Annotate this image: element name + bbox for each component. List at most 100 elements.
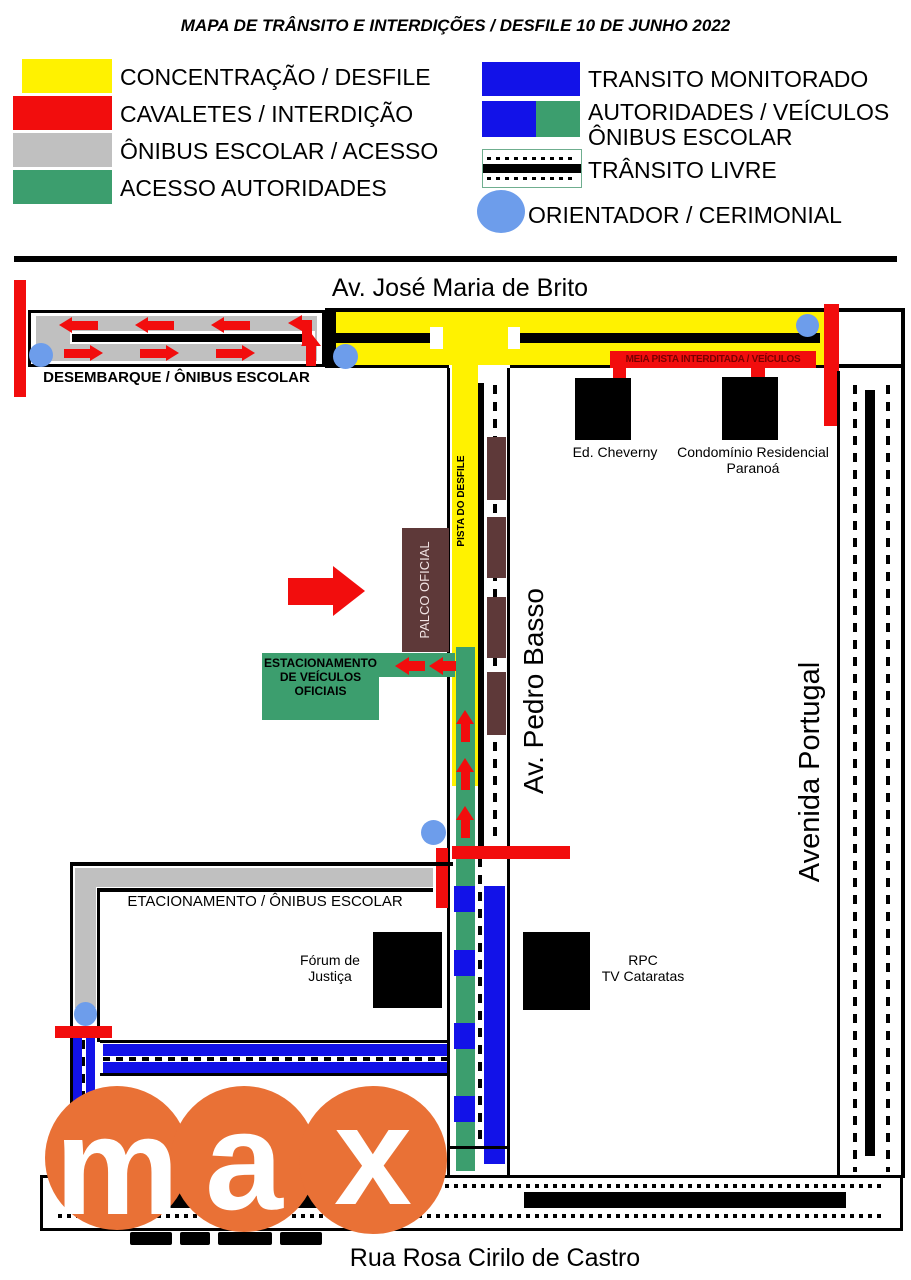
rua-rosa-centerline-right	[524, 1192, 846, 1208]
turn-arrowhead	[429, 657, 443, 675]
building-label-ed-cheverny: Ed. Cheverny	[572, 444, 658, 460]
orientador-marker	[333, 344, 358, 369]
bus-flow-arrow	[216, 349, 242, 358]
monitored-spot	[454, 950, 475, 976]
interdicao-connector	[613, 366, 626, 381]
orientador-marker	[29, 343, 53, 367]
legend-swatch-onibus	[13, 133, 112, 167]
block-border-inner-west	[97, 888, 100, 1042]
parade-up-arrow	[461, 820, 470, 838]
cavalete-bar-left-road	[55, 1026, 112, 1038]
header-divider	[14, 256, 897, 262]
meia-pista-label: MEIA PISTA INTERDITADA / VEÍCULOS	[625, 354, 801, 365]
building-label-forum: Fórum de Justiça	[290, 952, 370, 984]
building-label-condominio: Condomínio Residencial Paranoá	[662, 444, 844, 476]
portugal-centerline	[865, 390, 875, 1156]
parade-up-arrow	[461, 772, 470, 790]
cavalete-bar-west	[14, 280, 26, 397]
official-vehicles-parking-label: ESTACIONAMENTO DE VEÍCULOS OFICIAIS	[258, 656, 383, 698]
palco-oficial-label: PALCO OFICIAL	[417, 541, 432, 639]
legend-label-onibus: ÔNIBUS ESCOLAR / ACESSO	[120, 138, 439, 164]
stand-block	[487, 517, 506, 578]
cropped-watermark	[130, 1232, 172, 1245]
page-title: MAPA DE TRÂNSITO E INTERDIÇÕES / DESFILE…	[180, 16, 731, 35]
building-label-condominio-line2: Paranoá	[726, 460, 780, 476]
portugal-dashed-west	[853, 385, 857, 1172]
legend-swatch-autoridades-veiculos-green	[536, 101, 580, 137]
school-bus-parking-label: ETACIONAMENTO / ÔNIBUS ESCOLAR	[127, 893, 403, 910]
bus-flow-arrow	[224, 321, 250, 330]
free-transit-road-icon	[482, 149, 582, 188]
cavalete-bar-east	[824, 304, 839, 426]
bus-flow-arrowhead	[135, 317, 148, 333]
bus-flow-arrowhead	[242, 345, 255, 361]
cropped-watermark	[180, 1232, 210, 1245]
watermark-letter-m: m	[54, 1087, 180, 1244]
monitored-spot	[454, 886, 475, 912]
official-vehicles-parking-box	[262, 653, 379, 720]
building-label-rpc: RPC TV Cataratas	[598, 952, 688, 984]
u-turn-arrowhead	[288, 315, 302, 331]
bus-flow-arrow	[148, 321, 174, 330]
north-road-centerline-left	[336, 333, 430, 343]
pedro-basso-border-east	[507, 368, 510, 1178]
watermark-letter-a: a	[205, 1082, 283, 1239]
portugal-dashed-east	[886, 385, 890, 1172]
pedro-basso-border-west	[447, 368, 450, 1178]
blue-road-border-bottom	[100, 1073, 450, 1076]
turn-arrow-body	[443, 661, 457, 671]
stand-block	[487, 437, 506, 500]
centerline-gap	[430, 327, 443, 349]
monitored-traffic-lane	[484, 886, 505, 1146]
pista-desfile-label: PISTA DO DESFILE	[456, 455, 467, 547]
rua-rosa-dotted-top	[58, 1184, 886, 1188]
parade-up-arrow	[461, 724, 470, 742]
monitored-road-lane	[103, 1044, 447, 1056]
legend-swatch-monitorado	[482, 62, 580, 96]
centerline-gap	[508, 327, 520, 349]
official-parking-line1: ESTACIONAMENTO	[264, 656, 377, 670]
block-border-inner-top	[97, 888, 433, 892]
orientador-circle-icon	[477, 190, 525, 233]
building-ed-cheverny	[575, 378, 631, 440]
legend-label-orientador: ORIENTADOR / CERIMONIAL	[528, 202, 842, 228]
cavalete-bar-vertical	[436, 848, 448, 908]
cropped-watermark	[218, 1232, 272, 1245]
parade-up-arrowhead	[456, 710, 474, 724]
watermark-letter-x: x	[334, 1077, 412, 1234]
street-label-jose-maria-de-brito: Av. José Maria de Brito	[331, 274, 589, 302]
orientador-marker	[421, 820, 446, 845]
north-road-border-top	[327, 308, 905, 312]
desembarque-label: DESEMBARQUE / ÔNIBUS ESCOLAR	[43, 369, 310, 386]
legend-swatch-concentracao	[22, 59, 112, 93]
parade-up-arrowhead	[456, 758, 474, 772]
school-bus-path-horizontal	[77, 868, 433, 887]
bus-flow-arrow	[64, 349, 90, 358]
official-parking-line2: DE VEÍCULOS	[279, 670, 362, 684]
meia-pista-band: MEIA PISTA INTERDITADA / VEÍCULOS	[610, 351, 816, 368]
monitored-road-lane	[103, 1062, 447, 1073]
bus-flow-arrowhead	[211, 317, 224, 333]
stand-block	[487, 597, 506, 658]
watermark-logo-circle-m: m	[45, 1086, 189, 1244]
north-road-centerline-right	[518, 333, 820, 343]
monitored-spot	[454, 1096, 475, 1122]
legend-label-transito-livre: TRÂNSITO LIVRE	[588, 157, 777, 183]
rua-rosa-dotted-bottom	[58, 1214, 886, 1218]
orientador-marker	[74, 1002, 97, 1026]
legend-label-autoridades: ACESSO AUTORIDADES	[120, 175, 387, 201]
authorities-strip-end	[456, 1149, 475, 1171]
watermark-logo-circle-x: x	[299, 1086, 447, 1234]
blue-road-border-top	[100, 1040, 450, 1043]
direction-arrow-body	[288, 578, 333, 605]
building-condominio-paranoa	[722, 377, 778, 440]
cropped-watermark	[280, 1232, 322, 1245]
north-road-border-bottom-left	[327, 364, 449, 368]
building-rpc	[523, 932, 590, 1010]
building-label-forum-line2: Justiça	[308, 968, 352, 984]
direction-arrowhead	[333, 566, 365, 616]
desembarque-centerline	[72, 334, 312, 342]
bus-flow-arrow	[140, 349, 166, 358]
street-label-avenida-portugal: Avenida Portugal	[794, 661, 826, 883]
